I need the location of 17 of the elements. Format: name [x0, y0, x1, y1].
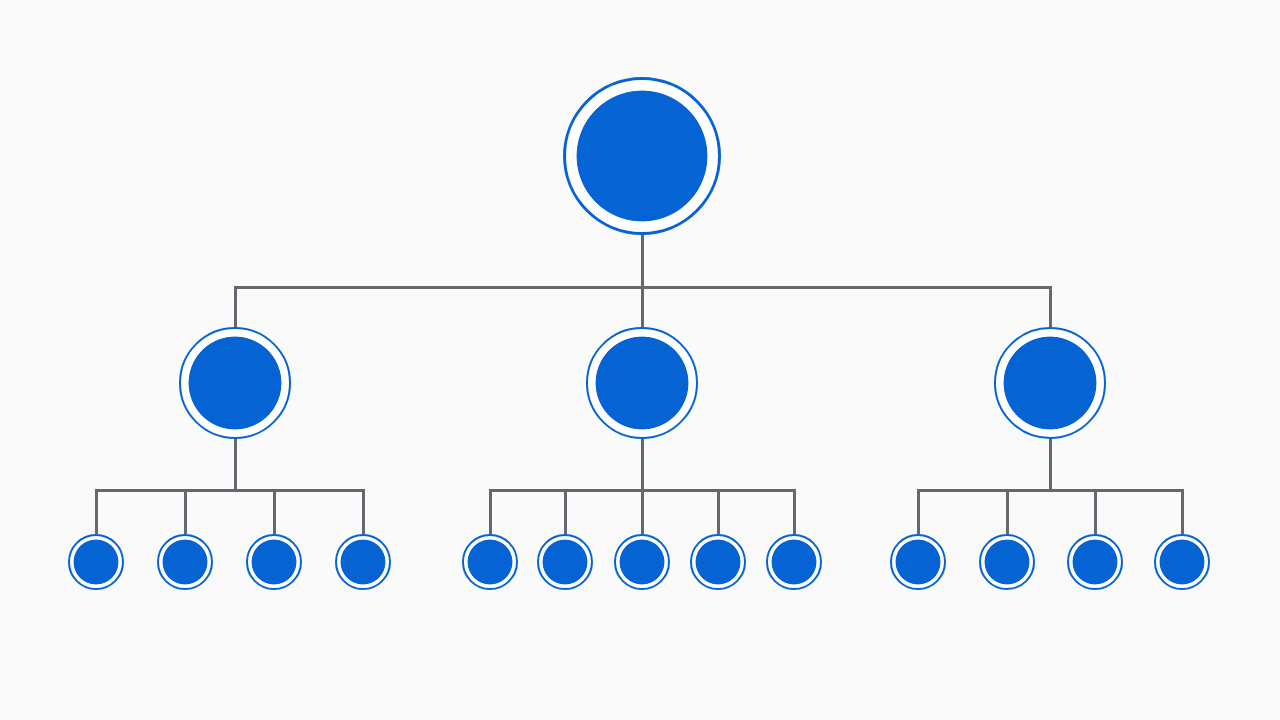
circle-node [979, 534, 1035, 590]
circle-node [335, 534, 391, 590]
connector-line [641, 235, 1052, 327]
circle-node [1154, 534, 1210, 590]
circle-node [766, 534, 822, 590]
connector-line [234, 439, 365, 534]
connector-line [1049, 439, 1184, 534]
circle-node [68, 534, 124, 590]
circle-node [614, 534, 670, 590]
circle-node [690, 534, 746, 590]
circle-node [1067, 534, 1123, 590]
circle-node [537, 534, 593, 590]
circle-node [890, 534, 946, 590]
circle-node [462, 534, 518, 590]
circle-node [157, 534, 213, 590]
connector-line [641, 439, 796, 534]
circle-node [246, 534, 302, 590]
